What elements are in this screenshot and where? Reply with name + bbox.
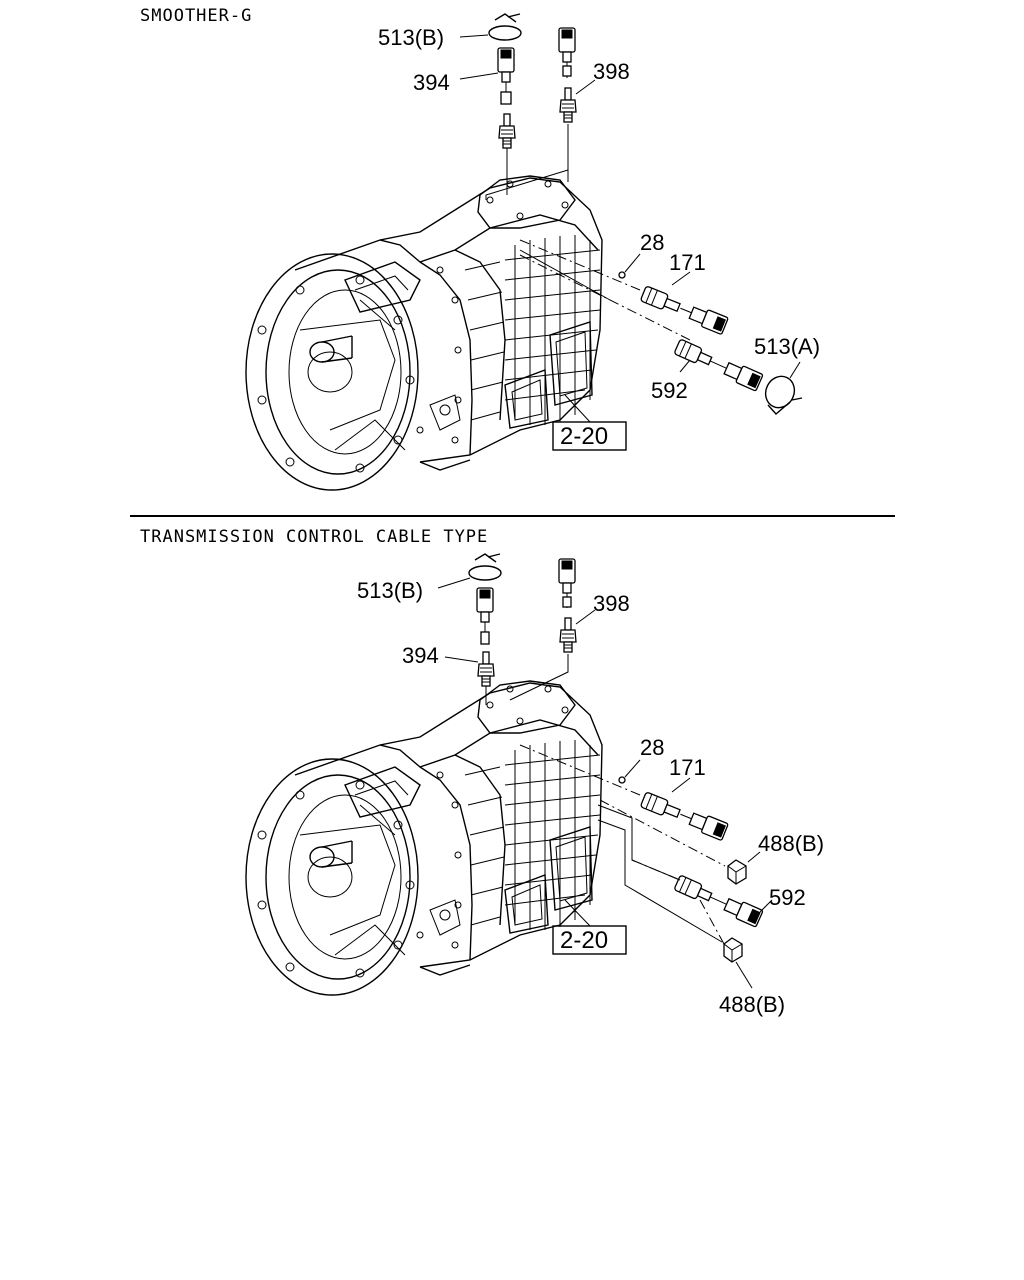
transmission-drawing — [245, 175, 603, 491]
label-394: 394 — [413, 70, 450, 95]
switch-398 — [558, 27, 577, 123]
label-171: 171 — [669, 755, 706, 780]
gasket-28 — [618, 271, 626, 279]
section-title: TRANSMISSION CONTROL CABLE TYPE — [140, 527, 488, 547]
reference-2-20[interactable]: 2-20 — [560, 927, 608, 954]
label-513a: 513(A) — [754, 334, 820, 359]
clip-513b — [468, 553, 502, 581]
label-28: 28 — [640, 230, 664, 255]
reference-box-2-20[interactable] — [552, 421, 627, 451]
switch-394 — [476, 587, 495, 687]
reference-2-20[interactable]: 2-20 — [560, 423, 608, 450]
label-488b-bottom: 488(B) — [719, 992, 785, 1017]
switch-592 — [674, 875, 764, 928]
cap-488b-top — [727, 859, 747, 885]
section-smoother-g: SMOOTHER-G 513(B) 394 398 — [140, 6, 820, 491]
switch-394 — [497, 47, 516, 149]
cap-488b-bottom — [723, 937, 743, 963]
clip-513b — [488, 13, 522, 41]
gasket-28 — [618, 776, 626, 784]
switch-592 — [674, 339, 764, 392]
label-398: 398 — [593, 591, 630, 616]
switch-171 — [640, 792, 729, 841]
label-592: 592 — [651, 378, 688, 403]
label-171: 171 — [669, 250, 706, 275]
label-28: 28 — [640, 735, 664, 760]
label-513b: 513(B) — [357, 578, 423, 603]
label-513b: 513(B) — [378, 25, 444, 50]
clip-513a — [764, 375, 803, 415]
label-398: 398 — [593, 59, 630, 84]
transmission-drawing — [245, 680, 603, 996]
label-394: 394 — [402, 643, 439, 668]
label-592: 592 — [769, 885, 806, 910]
section-transmission-control-cable-type: TRANSMISSION CONTROL CABLE TYPE 513(B) 3… — [140, 527, 824, 1017]
switch-171 — [640, 286, 729, 335]
section-title: SMOOTHER-G — [140, 6, 252, 26]
label-488b-top: 488(B) — [758, 831, 824, 856]
reference-box-2-20[interactable] — [552, 925, 627, 955]
switch-398 — [558, 558, 577, 653]
